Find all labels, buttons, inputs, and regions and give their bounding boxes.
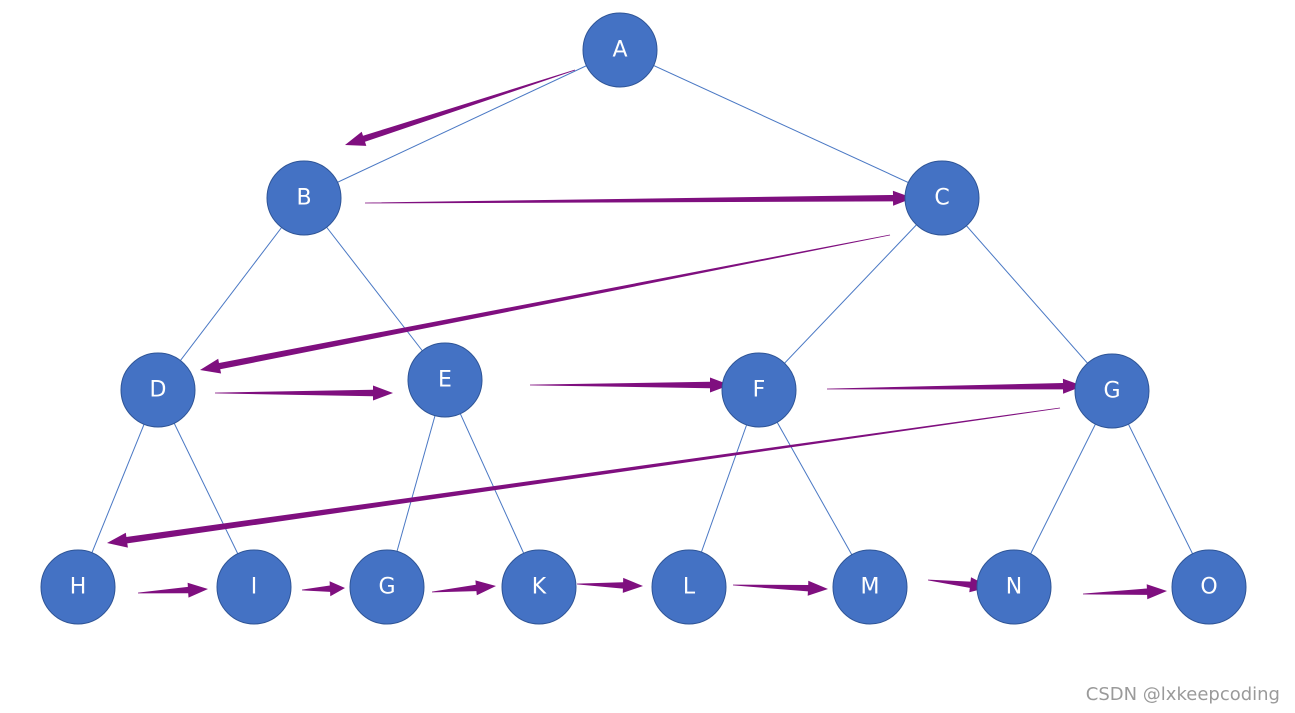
tree-nodes: A B C D E F G H I G K L M N O (40, 12, 1247, 625)
edge-c-g1 (941, 197, 1113, 392)
node-label-o: O (1200, 575, 1217, 600)
node-label-f: F (753, 378, 766, 403)
node-m: M (832, 549, 908, 625)
tree-edges (77, 49, 1210, 588)
node-label-i: I (251, 575, 258, 600)
edge-a-c (619, 49, 943, 199)
node-o: O (1171, 549, 1247, 625)
traversal-arrow-b-to-c (365, 190, 913, 206)
traversal-arrow-f-to-g1 (827, 378, 1083, 394)
node-b: B (266, 160, 342, 236)
node-label-b: B (296, 186, 311, 211)
traversal-arrow-g1-to-h (107, 407, 1061, 548)
node-l: L (651, 549, 727, 625)
traversal-arrows (107, 69, 1167, 600)
node-circle-d (120, 352, 196, 428)
node-circle-n (976, 549, 1052, 625)
node-a: A (582, 12, 658, 88)
node-circle-f (721, 352, 797, 428)
edge-e-k (444, 379, 540, 588)
traversal-arrow-h-to-i (138, 582, 208, 598)
traversal-arrow-n-to-o (1083, 584, 1167, 600)
traversal-arrow-k-to-l (577, 577, 643, 593)
traversal-arrow-d-to-e (215, 385, 393, 401)
node-circle-g2 (349, 549, 425, 625)
edge-b-d (157, 197, 305, 391)
node-c: C (904, 160, 980, 236)
edge-c-f (758, 197, 943, 391)
edge-a-b (303, 49, 621, 199)
traversal-arrow-a-to-b (345, 69, 576, 146)
node-label-m: M (861, 575, 880, 600)
node-circle-m (832, 549, 908, 625)
node-circle-o (1171, 549, 1247, 625)
node-k: K (501, 549, 577, 625)
node-label-c: C (934, 186, 949, 211)
node-circle-a (582, 12, 658, 88)
node-g1: G (1074, 353, 1150, 429)
node-circle-e (407, 342, 483, 418)
node-g2: G (349, 549, 425, 625)
traversal-arrow-i-to-g2 (302, 581, 345, 597)
node-circle-c (904, 160, 980, 236)
traversal-arrow-e-to-f (530, 377, 730, 393)
node-label-h: H (70, 575, 87, 600)
edge-b-e (303, 197, 446, 381)
traversal-arrow-m-to-n (928, 577, 990, 593)
node-label-g1: G (1103, 379, 1120, 404)
node-e: E (407, 342, 483, 418)
node-label-a: A (612, 38, 627, 63)
traversal-arrow-g2-to-k (432, 580, 496, 596)
node-circle-b (266, 160, 342, 236)
traversal-arrow-c-to-d (200, 234, 891, 374)
node-circle-g1 (1074, 353, 1150, 429)
node-circle-h (40, 549, 116, 625)
watermark: CSDN @lxkeepcoding (1085, 684, 1280, 705)
node-f: F (721, 352, 797, 428)
node-circle-l (651, 549, 727, 625)
node-label-n: N (1006, 575, 1022, 600)
node-label-d: D (150, 378, 167, 403)
node-circle-k (501, 549, 577, 625)
node-label-g2: G (378, 575, 395, 600)
node-label-e: E (438, 368, 452, 393)
node-i: I (216, 549, 292, 625)
node-h: H (40, 549, 116, 625)
node-circle-i (216, 549, 292, 625)
edge-f-m (758, 389, 871, 588)
node-label-l: L (683, 575, 696, 600)
node-n: N (976, 549, 1052, 625)
traversal-arrow-l-to-m (733, 580, 828, 596)
node-d: D (120, 352, 196, 428)
node-label-k: K (532, 575, 547, 600)
